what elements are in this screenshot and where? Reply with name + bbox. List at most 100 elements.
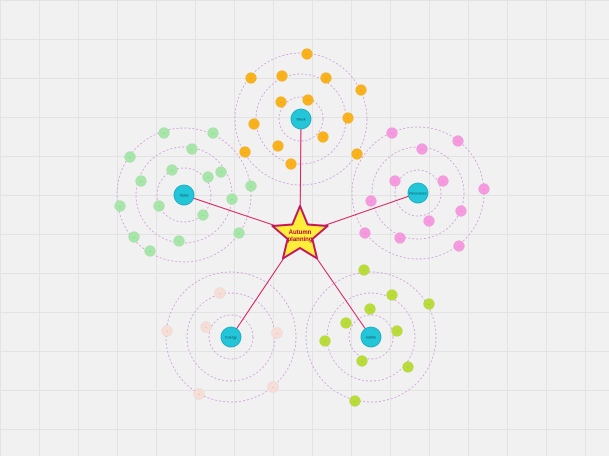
left-node[interactable]: ... bbox=[173, 235, 185, 247]
left-node-bubble[interactable] bbox=[226, 193, 238, 205]
bottom-right-node-bubble[interactable] bbox=[391, 325, 403, 337]
left-node-bubble[interactable] bbox=[153, 200, 165, 212]
bottom-right-node[interactable]: ... bbox=[402, 361, 414, 373]
left-node-bubble[interactable] bbox=[197, 209, 209, 221]
top-node[interactable]: ... bbox=[285, 158, 297, 170]
right-node-bubble[interactable] bbox=[386, 127, 398, 139]
bottom-left-node-bubble[interactable] bbox=[214, 287, 226, 299]
left-node-bubble[interactable] bbox=[215, 166, 227, 178]
right-node[interactable]: ... bbox=[365, 195, 377, 207]
left-node[interactable]: ... bbox=[158, 127, 170, 139]
left-node[interactable]: ... bbox=[114, 200, 126, 212]
left-node-bubble[interactable] bbox=[166, 164, 178, 176]
bottom-right-node[interactable]: ... bbox=[349, 395, 361, 407]
top-node-bubble[interactable] bbox=[317, 131, 329, 143]
right-node-bubble[interactable] bbox=[455, 205, 467, 217]
right-node-bubble[interactable] bbox=[394, 232, 406, 244]
right-node[interactable]: ... bbox=[389, 175, 401, 187]
left-node[interactable]: ... bbox=[124, 151, 136, 163]
right-node[interactable]: ... bbox=[386, 127, 398, 139]
bottom-right-node[interactable]: ... bbox=[386, 289, 398, 301]
top-node-bubble[interactable] bbox=[342, 112, 354, 124]
left-hub[interactable]: Tasks bbox=[173, 184, 195, 206]
right-node-bubble[interactable] bbox=[453, 240, 465, 252]
left-node[interactable]: ... bbox=[202, 171, 214, 183]
left-node[interactable]: ... bbox=[128, 231, 140, 243]
bottom-left-node[interactable]: ... bbox=[271, 327, 283, 339]
bottom-right-node-bubble[interactable] bbox=[386, 289, 398, 301]
left-node[interactable]: ... bbox=[144, 245, 156, 257]
top-node[interactable]: ... bbox=[276, 70, 288, 82]
top-node-bubble[interactable] bbox=[276, 70, 288, 82]
top-node[interactable]: ... bbox=[275, 96, 287, 108]
bottom-right-node-bubble[interactable] bbox=[402, 361, 414, 373]
bottom-left-node[interactable]: ... bbox=[161, 325, 173, 337]
top-hub[interactable]: Week bbox=[290, 108, 312, 130]
right-node-bubble[interactable] bbox=[423, 215, 435, 227]
left-node[interactable]: ... bbox=[233, 227, 245, 239]
bottom-left-node-bubble[interactable] bbox=[271, 327, 283, 339]
bottom-right-node[interactable]: ... bbox=[358, 264, 370, 276]
right-node[interactable]: ... bbox=[359, 227, 371, 239]
top-node[interactable]: ... bbox=[320, 72, 332, 84]
left-node-bubble[interactable] bbox=[114, 200, 126, 212]
bottom-right-node[interactable]: ... bbox=[423, 298, 435, 310]
top-node[interactable]: ... bbox=[317, 131, 329, 143]
top-node[interactable]: ... bbox=[302, 94, 314, 106]
bottom-left-node[interactable]: ... bbox=[267, 381, 279, 393]
left-node-bubble[interactable] bbox=[128, 231, 140, 243]
bottom-right-node[interactable]: ... bbox=[356, 355, 368, 367]
bottom-right-node[interactable]: ... bbox=[340, 317, 352, 329]
left-node[interactable]: ... bbox=[215, 166, 227, 178]
top-node[interactable]: ... bbox=[245, 72, 257, 84]
bottom-right-node-bubble[interactable] bbox=[364, 303, 376, 315]
bottom-left-node[interactable]: ... bbox=[193, 388, 205, 400]
right-hub[interactable]: Resources bbox=[407, 182, 429, 204]
top-node[interactable]: ... bbox=[239, 146, 251, 158]
bottom-left-node-bubble[interactable] bbox=[267, 381, 279, 393]
right-node[interactable]: ... bbox=[437, 175, 449, 187]
right-node[interactable]: ... bbox=[394, 232, 406, 244]
right-node-bubble[interactable] bbox=[389, 175, 401, 187]
left-node[interactable]: ... bbox=[226, 193, 238, 205]
bottom-right-node-bubble[interactable] bbox=[423, 298, 435, 310]
left-node[interactable]: ... bbox=[166, 164, 178, 176]
top-node-bubble[interactable] bbox=[239, 146, 251, 158]
right-node-bubble[interactable] bbox=[416, 143, 428, 155]
top-node[interactable]: ... bbox=[351, 148, 363, 160]
top-node[interactable]: ... bbox=[248, 118, 260, 130]
top-node[interactable]: ... bbox=[301, 48, 313, 60]
center-topic[interactable]: Autumn planning bbox=[271, 205, 329, 260]
bottom-right-node-bubble[interactable] bbox=[356, 355, 368, 367]
bottom-right-hub[interactable]: Habits bbox=[360, 326, 382, 348]
right-node[interactable]: ... bbox=[416, 143, 428, 155]
top-node-bubble[interactable] bbox=[245, 72, 257, 84]
left-node-bubble[interactable] bbox=[207, 127, 219, 139]
right-node-bubble[interactable] bbox=[452, 135, 464, 147]
right-node[interactable]: ... bbox=[423, 215, 435, 227]
left-node-bubble[interactable] bbox=[202, 171, 214, 183]
top-node-bubble[interactable] bbox=[355, 84, 367, 96]
left-node[interactable]: ... bbox=[197, 209, 209, 221]
left-hub-circle[interactable] bbox=[173, 184, 195, 206]
left-node-bubble[interactable] bbox=[158, 127, 170, 139]
top-node-bubble[interactable] bbox=[275, 96, 287, 108]
left-node[interactable]: ... bbox=[245, 180, 257, 192]
bottom-left-node[interactable]: ... bbox=[200, 321, 212, 333]
left-node-bubble[interactable] bbox=[233, 227, 245, 239]
right-node-bubble[interactable] bbox=[478, 183, 490, 195]
left-node-bubble[interactable] bbox=[186, 143, 198, 155]
bottom-right-node[interactable]: ... bbox=[364, 303, 376, 315]
bottom-left-node-bubble[interactable] bbox=[161, 325, 173, 337]
left-node[interactable]: ... bbox=[153, 200, 165, 212]
left-node-bubble[interactable] bbox=[135, 175, 147, 187]
bottom-left-hub[interactable]: Energy bbox=[220, 326, 242, 348]
top-node[interactable]: ... bbox=[342, 112, 354, 124]
top-node-bubble[interactable] bbox=[272, 140, 284, 152]
right-node-bubble[interactable] bbox=[359, 227, 371, 239]
top-node-bubble[interactable] bbox=[285, 158, 297, 170]
right-hub-circle[interactable] bbox=[407, 182, 429, 204]
top-node-bubble[interactable] bbox=[351, 148, 363, 160]
top-node[interactable]: ... bbox=[355, 84, 367, 96]
bottom-right-node-bubble[interactable] bbox=[349, 395, 361, 407]
